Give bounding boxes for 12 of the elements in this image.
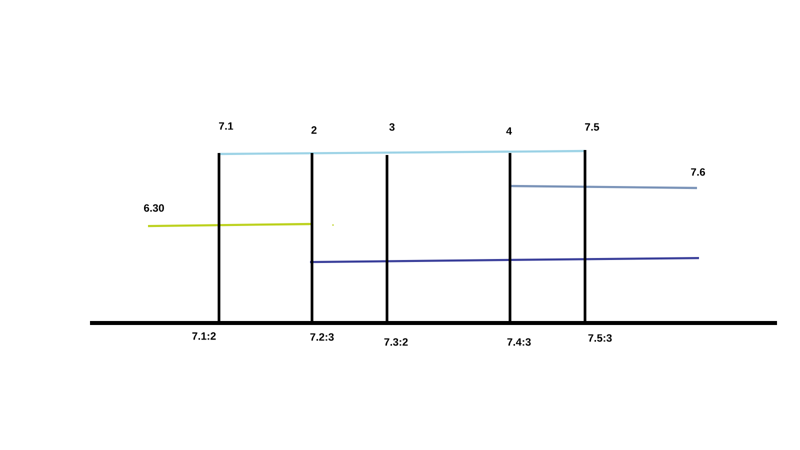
timeline-label: 7.5:3	[588, 334, 612, 342]
timeline-label: 7.6	[691, 168, 706, 176]
timeline-label: 7.1:2	[192, 332, 216, 340]
timeline-label: 7.4:3	[507, 338, 531, 346]
timeline-label: 7.5	[585, 123, 600, 131]
timeline-label: 7.1	[219, 122, 234, 130]
timeline-label: 3	[389, 123, 395, 131]
timeline-label: 7.3:2	[384, 338, 408, 346]
timeline-label: 4	[506, 127, 512, 135]
timeline-label: 7.2:3	[310, 333, 334, 341]
timeline-label: 2	[311, 126, 317, 134]
timeline-label: 6.30	[144, 204, 164, 212]
